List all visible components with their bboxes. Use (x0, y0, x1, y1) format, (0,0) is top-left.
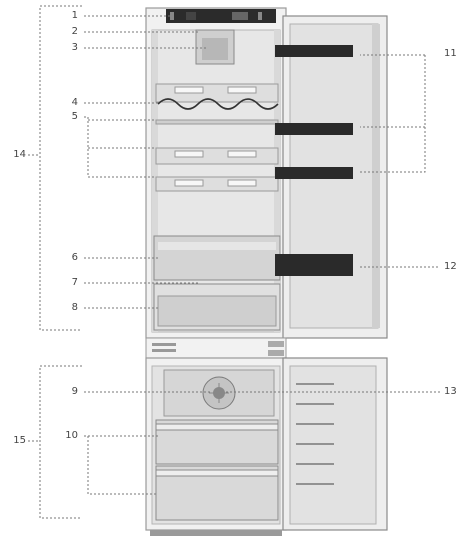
fridge-shelves (155, 83, 279, 192)
fan-housing (195, 29, 235, 65)
callout-5: 5 (71, 111, 78, 122)
base (150, 530, 282, 536)
callout-12: 12 (444, 261, 457, 272)
callout-2: 2 (71, 26, 78, 37)
callout-8: 8 (71, 302, 78, 313)
chiller-drawer (153, 283, 281, 331)
callout-3: 3 (71, 42, 78, 53)
callout-6: 6 (71, 252, 78, 263)
freezer-fan (163, 369, 275, 417)
freezer-bracket (39, 365, 82, 519)
callout-15: 15 (13, 435, 26, 446)
control-panel (166, 9, 276, 23)
callout-10: 10 (65, 430, 78, 441)
door-bins (275, 45, 353, 276)
crisper-drawer (153, 235, 281, 281)
freezer-drawers (155, 419, 279, 521)
callout-9: 9 (71, 386, 78, 397)
middle-divider (145, 337, 287, 359)
callout-14: 14 (13, 149, 26, 160)
callout-4: 4 (71, 97, 78, 108)
freezer-door (282, 357, 388, 531)
callout-1: 1 (71, 10, 78, 21)
callout-7: 7 (71, 277, 78, 288)
fridge-bracket (39, 5, 82, 331)
callout-11: 11 (444, 48, 457, 59)
callout-13: 13 (444, 386, 457, 397)
wine-rack (157, 98, 279, 110)
leader-lines (28, 15, 440, 495)
